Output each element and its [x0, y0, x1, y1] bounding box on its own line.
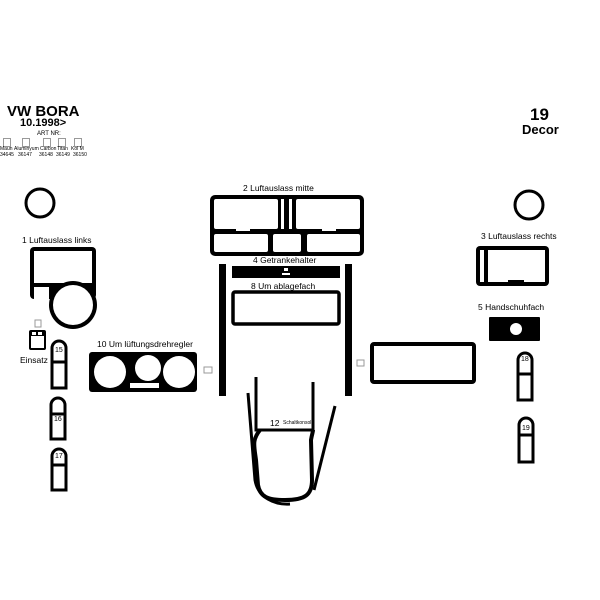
variant-checkbox[interactable]	[74, 138, 82, 147]
side-trim-right	[345, 264, 352, 396]
part-2-label: 2 Luftauslass mitte	[243, 183, 314, 193]
small-marker	[356, 359, 365, 367]
variant-name: Aluminyum	[14, 146, 39, 152]
part-5-glovebox	[489, 317, 540, 341]
part-18-switch	[516, 351, 534, 402]
part-19-label: 19	[522, 425, 530, 432]
year-label: 10.1998>	[20, 117, 67, 129]
part-8-label: 8 Um ablagefach	[251, 281, 316, 291]
variant-checkbox[interactable]	[58, 138, 66, 147]
small-marker	[203, 366, 213, 374]
variant-checkbox[interactable]	[43, 138, 51, 147]
art-nr-label: ART NR:	[37, 131, 61, 137]
part-10-label: 10 Um lüftungsdrehregler	[97, 339, 193, 349]
round-vent-left	[24, 187, 56, 219]
part-17-switch	[50, 447, 68, 492]
part-3-vent-right	[476, 246, 549, 286]
part-16-label: 16	[54, 416, 62, 423]
part-12-label: Schaltkonsole	[283, 420, 315, 426]
part-15-switch	[50, 339, 68, 390]
part-1-vent-left	[30, 247, 97, 329]
variant-code: 36150	[73, 152, 87, 158]
variant-name: Maun	[0, 146, 13, 152]
variant-code: 36148	[39, 152, 53, 158]
variant-checkbox[interactable]	[3, 138, 11, 147]
part-4-cup-holder	[232, 266, 340, 278]
piece-count: 19	[530, 105, 549, 124]
part-4-label: 4 Getrankehalter	[253, 255, 317, 265]
round-vent-right	[513, 189, 545, 221]
part-15-label: 15	[55, 347, 63, 354]
part-12-number: 12	[270, 418, 280, 428]
variant-checkbox[interactable]	[22, 138, 30, 147]
variant-name: Kol M	[71, 146, 84, 152]
part-16-switch	[49, 396, 67, 441]
variant-code: 36147	[18, 152, 32, 158]
decor-label: Decor	[522, 122, 559, 137]
variant-code: 34645	[0, 152, 14, 158]
variant-name: Carbon	[40, 146, 57, 152]
center-panel-right	[370, 342, 476, 384]
einsatz-label: Einsatz	[20, 355, 48, 365]
part-12-shift-console	[246, 377, 337, 506]
part-2-vent-center	[210, 195, 364, 256]
model-title: VW BORA	[7, 103, 80, 120]
part-10-knob-surround	[89, 352, 197, 392]
variant-code: 36149	[56, 152, 70, 158]
part-17-label: 17	[55, 453, 63, 460]
variant-name: Titan	[57, 146, 68, 152]
part-5-label: 5 Handschuhfach	[478, 302, 545, 312]
part-8-storage-trim	[231, 290, 341, 326]
part-18-label: 18	[521, 356, 529, 363]
einsatz-piece	[29, 330, 46, 350]
part-3-label: 3 Luftauslass rechts	[481, 231, 557, 241]
part-19-switch	[517, 416, 535, 464]
einsatz-marker	[34, 319, 42, 328]
part-1-label: 1 Luftauslass links	[22, 235, 92, 245]
side-trim-left	[219, 264, 226, 396]
